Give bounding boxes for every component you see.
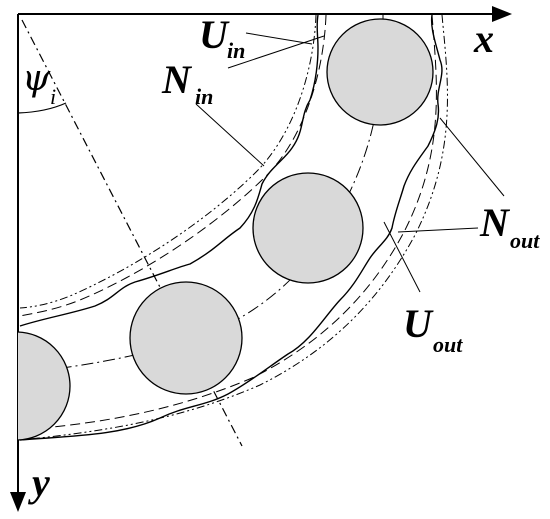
y-axis-label: y <box>28 460 50 505</box>
n-in-label-sub: in <box>195 84 213 109</box>
psi-symbol: ψ <box>22 58 51 99</box>
psi-arc <box>17 102 67 114</box>
x-axis-arrowhead <box>492 6 512 22</box>
outer-dashed-line <box>19 14 437 431</box>
u-out-leader <box>383 221 421 293</box>
u-out-label-sub: out <box>433 332 463 357</box>
y-axis-arrowhead <box>10 492 26 512</box>
wavy-raceways <box>19 14 443 441</box>
n-out-leader <box>439 117 505 197</box>
outer-raceway-profile <box>19 14 443 441</box>
u-in-leader <box>245 32 313 45</box>
n-out-label-main: N <box>479 200 511 245</box>
outer-dashdotdot-line <box>19 14 448 441</box>
leader-lines <box>195 32 505 293</box>
rolling-elements <box>18 18 434 441</box>
inner-dashdotdot-line <box>19 14 317 309</box>
u-in-label-sub: in <box>227 38 245 63</box>
n-in-leader <box>227 35 325 69</box>
n-in-leader-2 <box>195 103 265 167</box>
n-in-label-main: N <box>161 57 193 102</box>
u-in-label-main: U <box>199 12 230 57</box>
psi-subscript: i <box>50 84 56 109</box>
ball-2 <box>252 172 364 284</box>
ball-1 <box>326 18 434 126</box>
u-out-label-main: U <box>403 301 434 346</box>
ball-4-partial <box>18 331 71 441</box>
inner-raceway-profile <box>19 14 319 327</box>
n-out-label-sub: out <box>510 228 540 253</box>
x-axis-label: x <box>473 16 494 61</box>
ball-3 <box>129 281 243 395</box>
n-out-leader-2 <box>397 227 479 233</box>
